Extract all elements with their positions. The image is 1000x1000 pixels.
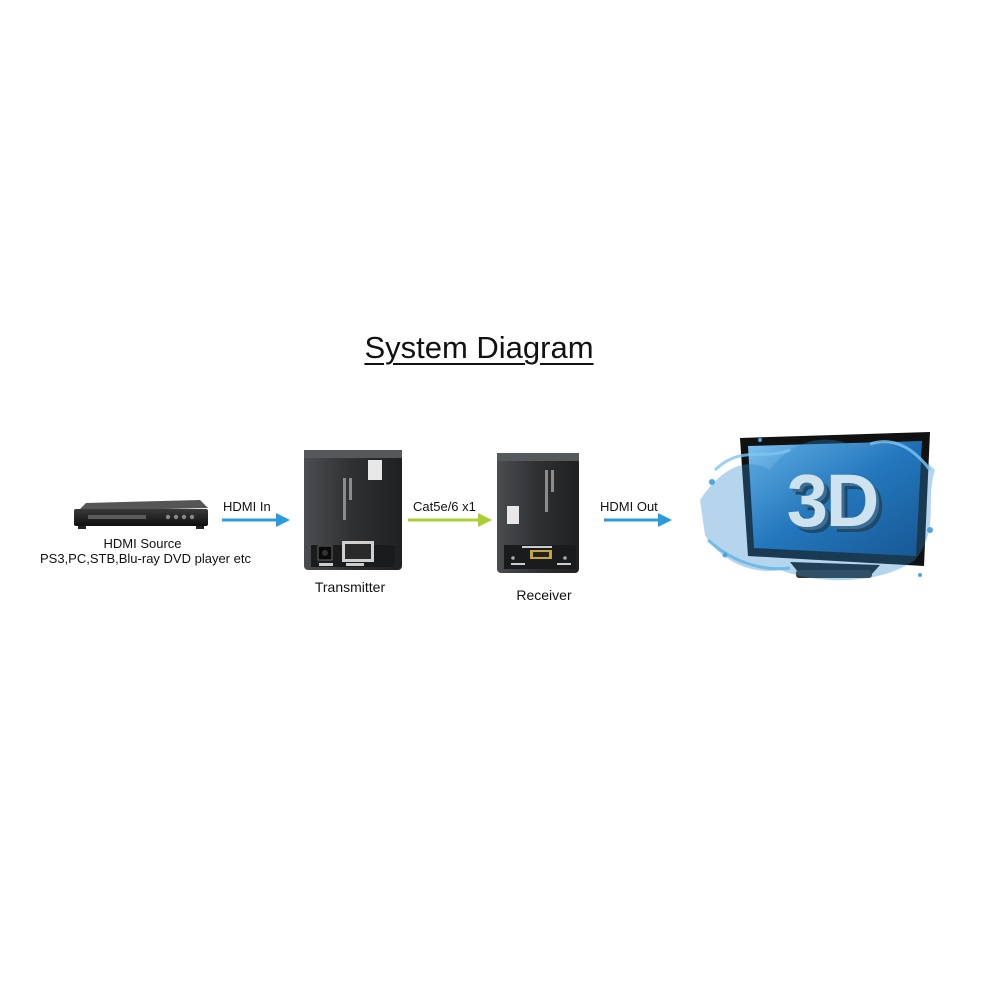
hdmi-in-label: HDMI In (223, 499, 271, 514)
transmitter-device-icon (304, 450, 402, 570)
tv-3d-badge: 3D (772, 458, 892, 543)
receiver-label: Receiver (494, 587, 594, 603)
cat-cable-label: Cat5e/6 x1 (413, 499, 476, 514)
source-label: HDMI Source PS3,PC,STB,Blu-ray DVD playe… (40, 536, 245, 566)
source-label-line1: HDMI Source (40, 536, 245, 551)
transmitter-label: Transmitter (300, 579, 400, 595)
hdmi-out-arrow (604, 513, 672, 527)
source-label-line2: PS3,PC,STB,Blu-ray DVD player etc (40, 551, 245, 566)
hdmi-in-arrow (222, 513, 290, 527)
receiver-device-icon (497, 453, 579, 573)
cat-cable-arrow (408, 513, 492, 527)
dvd-player-icon (74, 500, 208, 529)
hdmi-out-label: HDMI Out (600, 499, 658, 514)
